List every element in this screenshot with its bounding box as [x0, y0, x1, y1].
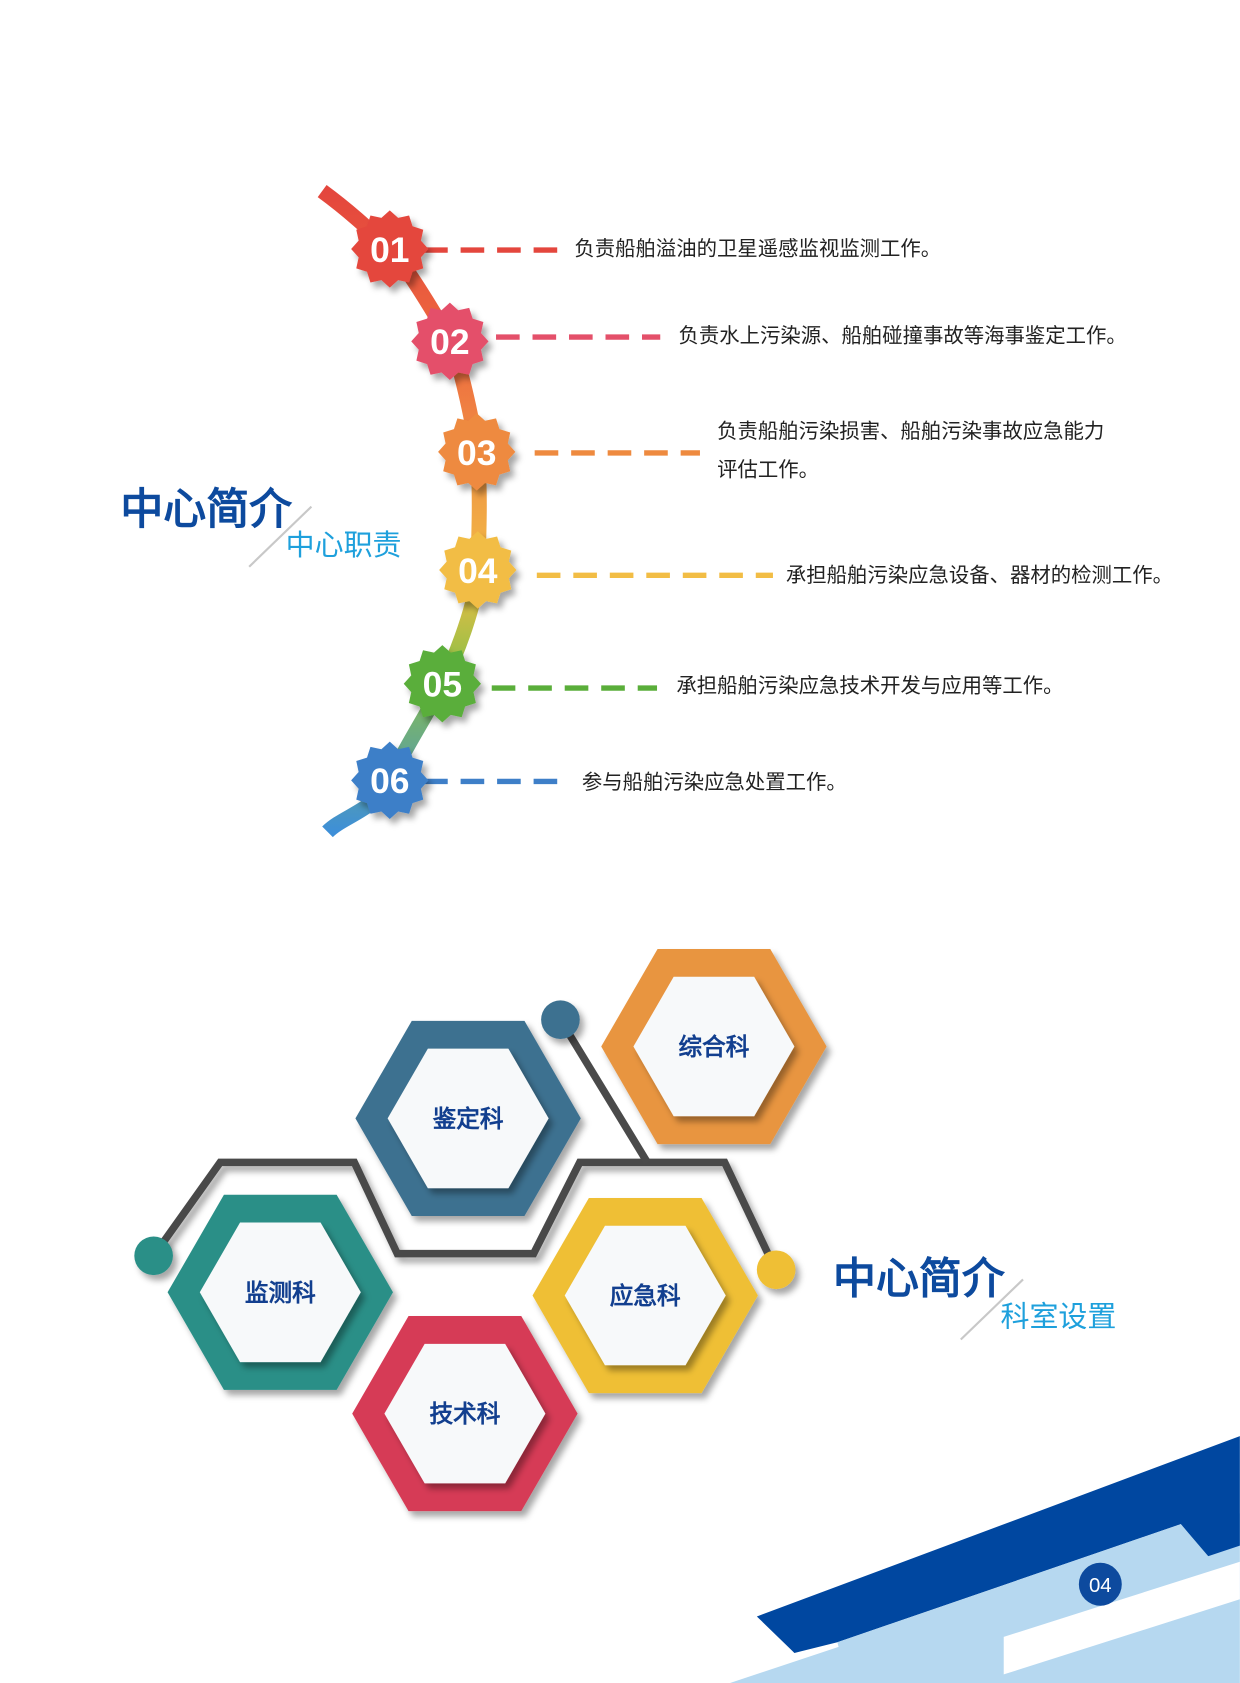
page-number-badge [1078, 1562, 1122, 1606]
number-badge: 04 [439, 531, 517, 609]
section2-heading: 中心简介 科室设置 [833, 1254, 1116, 1341]
item-text-02: 负责水上污染源、船舶碰撞事故等海事鉴定工作。 [678, 323, 1126, 347]
connector-line [557, 1017, 651, 1165]
item-text-03: 负责船舶污染损害、船舶污染事故应急能力 [717, 419, 1104, 443]
dark-blue-band [756, 1436, 1240, 1653]
department-name: 应急科 [610, 1282, 681, 1310]
badge-number: 05 [423, 665, 462, 705]
department-hexagon: 应急科 [532, 1197, 758, 1394]
item-text-06: 参与船舶污染应急处置工作。 [582, 770, 847, 794]
department-hexagon: 技术科 [352, 1316, 578, 1512]
section1-heading: 中心简介 中心职责 [120, 485, 402, 568]
number-badge: 05 [403, 645, 482, 723]
number-badge: 03 [438, 413, 516, 491]
department-name: 综合科 [678, 1033, 749, 1061]
number-badge: 06 [351, 741, 429, 819]
section-subtitle: 科室设置 [1000, 1300, 1116, 1334]
item-text-04: 承担船舶污染应急设备、器材的检测工作。 [786, 563, 1173, 587]
badge-number: 03 [457, 433, 496, 473]
section-subtitle: 中心职责 [286, 528, 402, 562]
timeline-curve [317, 184, 487, 838]
department-name: 监测科 [245, 1279, 316, 1307]
badge-number: 01 [370, 230, 409, 270]
connector-line [150, 1158, 779, 1271]
item-text-03-line2: 评估工作。 [717, 458, 819, 482]
heading-divider [248, 505, 313, 568]
number-badge: 02 [411, 302, 489, 380]
item-text-05: 承担船舶污染应急技术开发与应用等工作。 [676, 673, 1063, 697]
section-title: 中心简介 [120, 485, 293, 535]
section-title: 中心简介 [833, 1254, 1006, 1304]
number-badge: 01 [351, 210, 429, 288]
heading-divider [960, 1278, 1024, 1341]
connector-dot [756, 1250, 796, 1290]
badge-number: 06 [370, 761, 409, 801]
page-number: 04 [1089, 1575, 1112, 1597]
footer-decoration: 04 [730, 1436, 1240, 1683]
item-text-01: 负责船舶溢油的卫星遥感监视监测工作。 [574, 236, 941, 260]
department-hexagon: 监测科 [167, 1194, 393, 1390]
department-name: 鉴定科 [432, 1105, 504, 1133]
department-hexagon: 鉴定科 [355, 1020, 581, 1216]
white-stripe [1003, 1561, 1240, 1675]
department-name: 技术科 [429, 1400, 500, 1428]
responsibilities-timeline: 01 02 03 04 05 06 负责船舶溢油的卫星遥感监视监测工作。 负责水上污染源、… [120, 184, 1173, 838]
department-hexagon: 综合科 [601, 948, 827, 1145]
connector-dot [541, 1000, 580, 1039]
light-blue-band [837, 1524, 1214, 1683]
badge-number: 02 [430, 322, 469, 362]
connector-dot [134, 1236, 173, 1276]
badge-number: 04 [458, 551, 498, 591]
